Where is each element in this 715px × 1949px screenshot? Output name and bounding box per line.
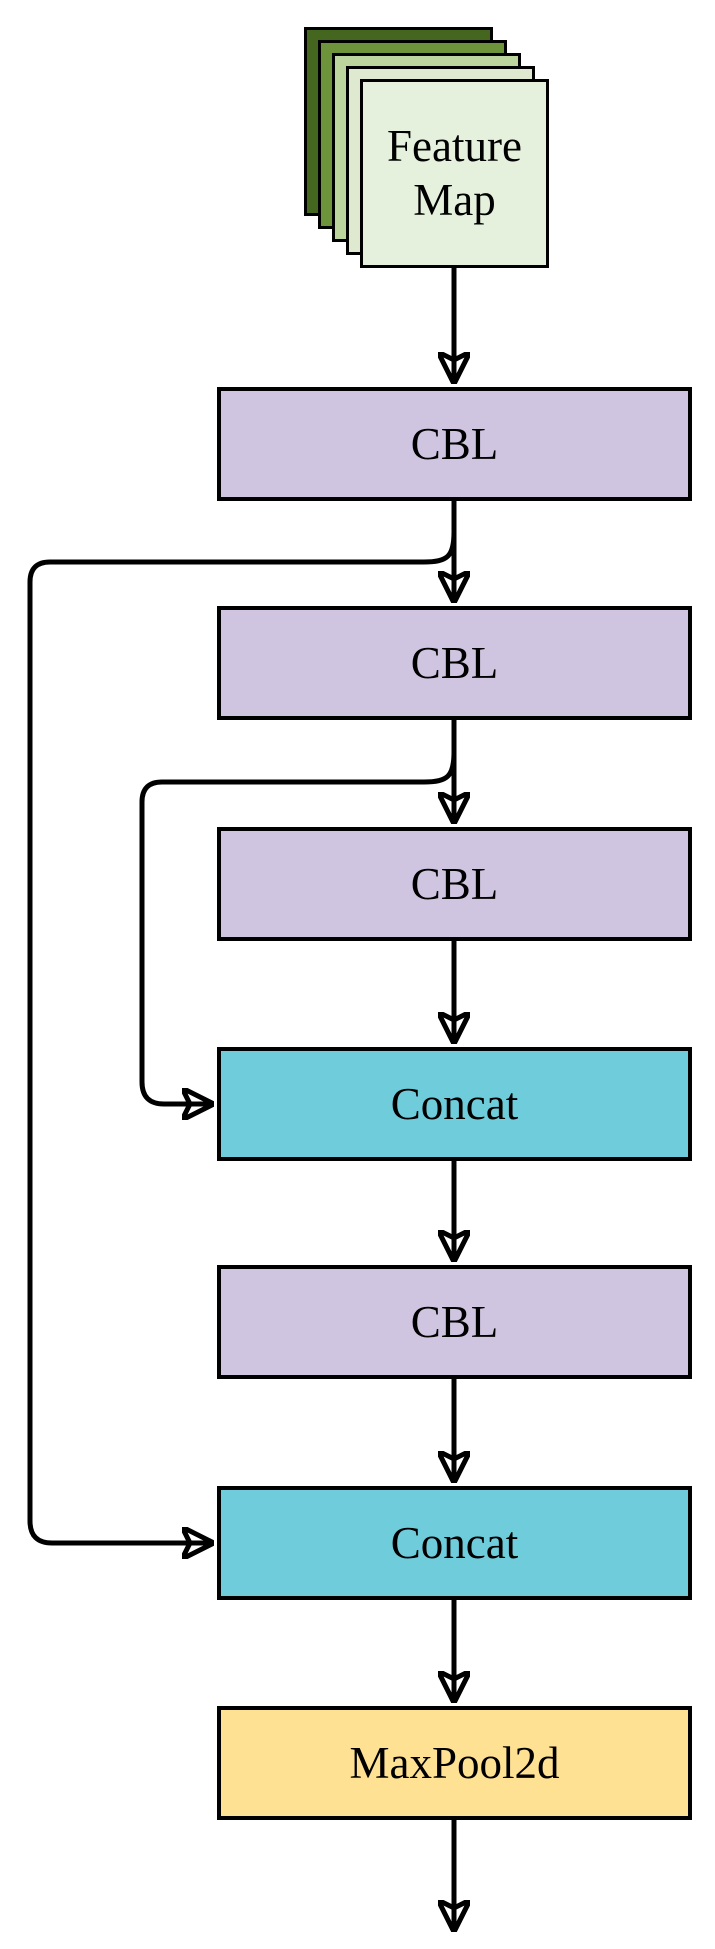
- edge-cbl-1-to-concat-2-skip: [27, 531, 457, 1543]
- node-concat-1-label: Concat: [390, 1078, 519, 1129]
- node-maxpool2d-label: MaxPool2d: [349, 1737, 560, 1788]
- feature-map-layer-front: Feature Map: [360, 79, 549, 268]
- node-cbl-2: CBL: [217, 606, 692, 720]
- node-cbl-4-label: CBL: [410, 1296, 499, 1347]
- node-cbl-2-label: CBL: [410, 637, 499, 688]
- edge-cbl-2-to-concat-1-skip: [139, 751, 457, 1104]
- node-cbl-4: CBL: [217, 1265, 692, 1379]
- node-cbl-3: CBL: [217, 827, 692, 941]
- feature-map-label: Feature Map: [387, 121, 522, 225]
- node-concat-1: Concat: [217, 1047, 692, 1161]
- node-maxpool2d: MaxPool2d: [217, 1706, 692, 1820]
- node-concat-2: Concat: [217, 1486, 692, 1600]
- node-cbl-3-label: CBL: [410, 858, 499, 909]
- node-cbl-1-label: CBL: [410, 418, 499, 469]
- node-cbl-1: CBL: [217, 387, 692, 501]
- node-concat-2-label: Concat: [390, 1517, 519, 1568]
